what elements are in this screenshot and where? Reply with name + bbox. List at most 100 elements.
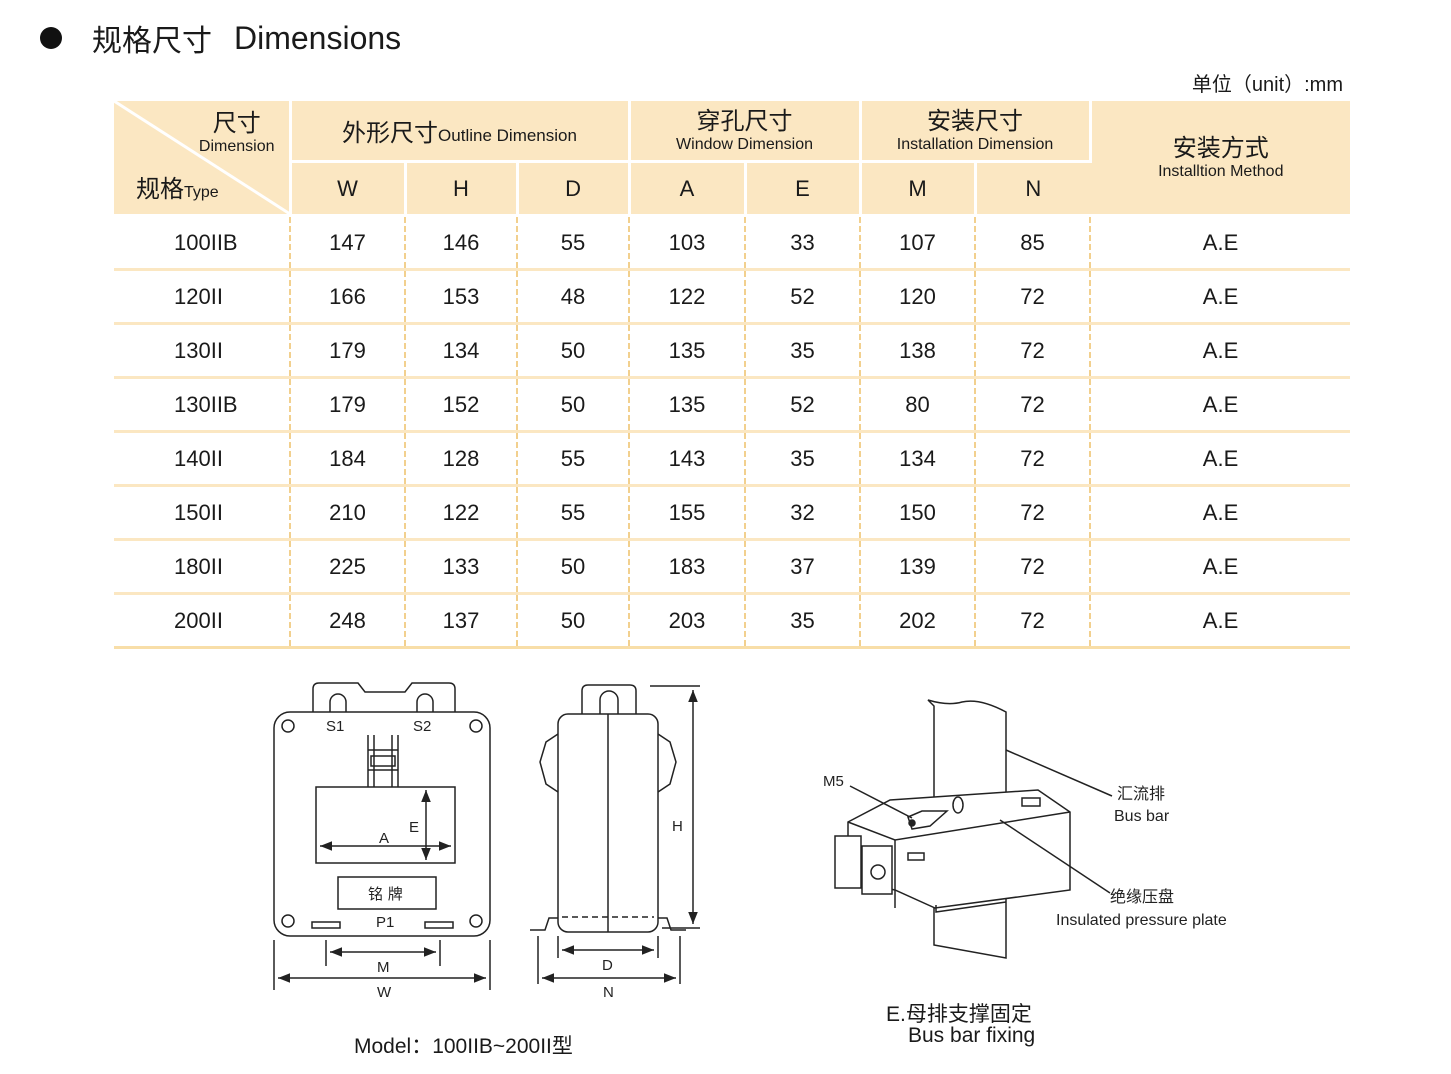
cell-method: A.E (1090, 215, 1351, 271)
window-opening (315, 786, 456, 864)
cell-a: 203 (629, 593, 747, 649)
table-row: 100IIB 147 146 55 103 33 107 85 A.E (114, 215, 1351, 271)
cell-n: 72 (975, 269, 1092, 325)
cell-n: 72 (975, 431, 1092, 487)
cell-d: 50 (517, 539, 631, 595)
cell-method: A.E (1090, 485, 1351, 541)
cell-m: 139 (860, 539, 977, 595)
cell-m: 138 (860, 323, 977, 379)
label-s1: S1 (326, 718, 344, 735)
cell-m: 120 (860, 269, 977, 325)
outline-header: 外形尺寸Outline Dimension (290, 101, 631, 164)
mounting-hole-br (469, 914, 483, 928)
cell-method: A.E (1090, 431, 1351, 487)
terminal-screw-slot (370, 755, 396, 767)
cell-e: 35 (745, 593, 862, 649)
cell-n: 72 (975, 539, 1092, 595)
window-en: Window Dimension (676, 135, 813, 153)
sub-header-w: W (290, 161, 407, 217)
cell-w: 248 (290, 593, 406, 649)
cell-h: 128 (405, 431, 518, 487)
sub-header-d: D (517, 161, 631, 217)
cell-h: 153 (405, 269, 518, 325)
cell-m: 134 (860, 431, 977, 487)
cell-type: 100IIB (114, 215, 291, 271)
cell-type: 130II (114, 323, 291, 379)
cell-a: 183 (629, 539, 747, 595)
cell-w: 210 (290, 485, 406, 541)
cell-m: 202 (860, 593, 977, 649)
cell-m: 150 (860, 485, 977, 541)
cell-w: 179 (290, 377, 406, 433)
cell-h: 133 (405, 539, 518, 595)
sub-header-a: A (629, 161, 747, 217)
terminal-hole-left (329, 693, 347, 712)
cell-e: 37 (745, 539, 862, 595)
cell-method: A.E (1090, 323, 1351, 379)
cell-n: 72 (975, 323, 1092, 379)
busbar-fixing-drawing (834, 699, 1113, 959)
cell-h: 152 (405, 377, 518, 433)
corner-header: 尺寸 Dimension 规格Type (114, 101, 292, 217)
label-s2: S2 (413, 718, 431, 735)
label-plate-cn: 绝缘压盘 (1110, 887, 1174, 906)
cell-w: 147 (290, 215, 406, 271)
cell-h: 122 (405, 485, 518, 541)
cell-type: 130IIB (114, 377, 291, 433)
install-cn: 安装尺寸 (927, 106, 1024, 135)
screw-head-icon (952, 796, 964, 814)
cell-d: 55 (517, 215, 631, 271)
table-row: 180II 225 133 50 183 37 139 72 A.E (114, 539, 1351, 595)
sub-header-n: N (975, 161, 1091, 217)
cell-e: 35 (745, 323, 862, 379)
plate-slot (1021, 797, 1041, 807)
cell-type: 120II (114, 269, 291, 325)
cell-type: 180II (114, 539, 291, 595)
clamp-screw-block (907, 810, 949, 830)
side-ear-left (539, 733, 559, 793)
unit-label: 单位（unit）:mm (1191, 74, 1343, 96)
table-row: 130IIB 179 152 50 135 52 80 72 A.E (114, 377, 1351, 433)
cell-h: 134 (405, 323, 518, 379)
table-row: 130II 179 134 50 135 35 138 72 A.E (114, 323, 1351, 379)
cell-e: 32 (745, 485, 862, 541)
cell-n: 72 (975, 377, 1092, 433)
cell-type: 140II (114, 431, 291, 487)
cell-m: 107 (860, 215, 977, 271)
side-terminal-hole (599, 690, 619, 714)
label-a: A (379, 830, 389, 847)
label-p1: P1 (376, 914, 394, 931)
corner-dim-cn: 尺寸 (212, 109, 261, 137)
cell-a: 135 (629, 377, 747, 433)
cell-w: 225 (290, 539, 406, 595)
terminal-bracket (367, 735, 399, 787)
top-terminal-block (312, 682, 456, 712)
fixing-caption-en: Bus bar fixing (908, 1024, 1036, 1047)
cell-a: 155 (629, 485, 747, 541)
terminal-hole-right (416, 693, 434, 712)
cell-a: 103 (629, 215, 747, 271)
cell-d: 50 (517, 593, 631, 649)
outline-cn: 外形尺寸 (342, 119, 439, 148)
method-cn: 安装方式 (1172, 133, 1269, 162)
cell-n: 85 (975, 215, 1092, 271)
side-terminal-block (581, 684, 637, 714)
method-header: 安装方式 Installtion Method (1090, 101, 1351, 217)
model-caption: Model：100IIB~200II型 (354, 1035, 573, 1058)
side-foot-right (658, 917, 686, 931)
mounting-slot-right (424, 921, 454, 929)
table-row: 120II 166 153 48 122 52 120 72 A.E (114, 269, 1351, 325)
cell-a: 135 (629, 323, 747, 379)
cell-type: 150II (114, 485, 291, 541)
mounting-hole-icon (870, 864, 886, 880)
cell-n: 72 (975, 593, 1092, 649)
mounting-slot-left (311, 921, 341, 929)
outline-en: Outline Dimension (438, 126, 577, 146)
label-h: H (672, 818, 683, 835)
section-title: 规格尺寸 Dimensions (40, 18, 402, 59)
sub-header-e: E (745, 161, 862, 217)
title-en: Dimensions (234, 19, 402, 56)
table-row: 200II 248 137 50 203 35 202 72 A.E (114, 593, 1351, 649)
cell-d: 50 (517, 377, 631, 433)
mounting-hole-bl (281, 914, 295, 928)
